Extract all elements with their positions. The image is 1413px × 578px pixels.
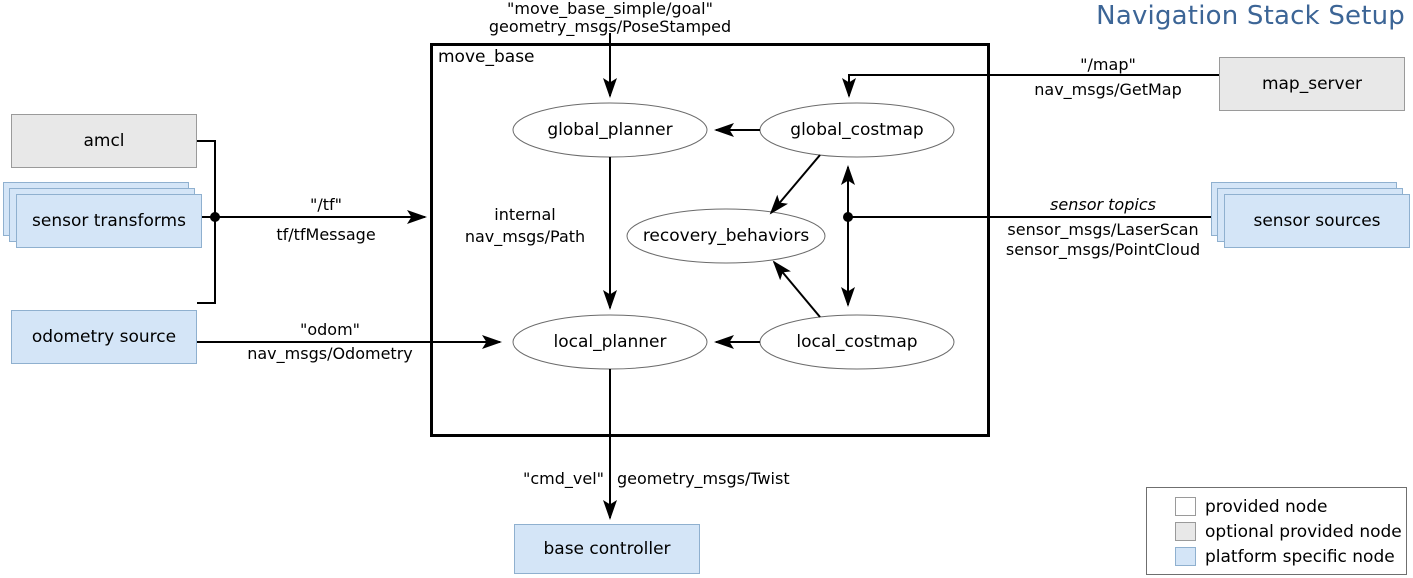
edge-label-sensor-topic: sensor topics [1050, 195, 1156, 214]
legend-label-provided: provided node [1205, 496, 1328, 517]
node-base-controller[interactable]: base controller [514, 524, 700, 574]
page-title: Navigation Stack Setup [1096, 1, 1405, 31]
legend-item-optional: optional provided node [1175, 519, 1406, 544]
node-sensor-sources-label: sensor sources [1253, 210, 1381, 231]
edge-label-cmd-type: geometry_msgs/Twist [617, 469, 790, 488]
legend-swatch-platform-icon [1175, 547, 1196, 566]
edge-label-tf-topic: "/tf" [309, 195, 342, 214]
node-odometry-source-label: odometry source [31, 326, 177, 347]
legend-label-platform: platform specific node [1205, 546, 1395, 567]
edge-local-costmap-to-recovery [772, 260, 821, 318]
node-local-planner[interactable]: local_planner [553, 332, 667, 352]
edge-label-internal-type: nav_msgs/Path [464, 227, 586, 246]
node-sensor-transforms-label: sensor transforms [32, 210, 186, 231]
legend-swatch-provided-icon [1175, 497, 1196, 516]
edge-label-goal-topic: "move_base_simple/goal" [507, 0, 713, 18]
node-odometry-source[interactable]: odometry source [11, 310, 197, 364]
tf-junction-dot [210, 212, 220, 222]
edge-label-odom-topic: "odom" [299, 320, 361, 339]
node-amcl[interactable]: amcl [11, 114, 197, 168]
legend: provided node optional provided node pla… [1146, 487, 1407, 575]
edge-label-map-type: nav_msgs/GetMap [1034, 80, 1182, 99]
node-recovery-behaviors[interactable]: recovery_behaviors [642, 226, 810, 246]
node-sensor-transforms[interactable]: sensor transforms [16, 194, 202, 248]
sensor-junction-dot [843, 212, 853, 222]
node-base-controller-label: base controller [543, 538, 671, 559]
edge-label-internal-topic: internal [494, 205, 556, 224]
node-global-planner[interactable]: global_planner [547, 120, 673, 140]
node-amcl-label: amcl [83, 130, 125, 151]
move-base-label: move_base [438, 47, 535, 67]
node-map-server-label: map_server [1261, 73, 1363, 94]
edge-global-costmap-to-recovery [769, 154, 821, 215]
edge-label-cmd-topic: "cmd_vel" [522, 469, 604, 488]
edge-label-tf-type: tf/tfMessage [276, 225, 376, 244]
legend-item-provided: provided node [1175, 494, 1406, 519]
node-local-costmap[interactable]: local_costmap [796, 332, 918, 352]
legend-swatch-optional-icon [1175, 522, 1196, 541]
node-map-server[interactable]: map_server [1219, 57, 1405, 111]
node-global-costmap[interactable]: global_costmap [790, 120, 924, 140]
edge-label-map-topic: "/map" [1080, 55, 1136, 74]
edge-label-sensor-type-1: sensor_msgs/LaserScan [1007, 220, 1199, 239]
node-sensor-sources[interactable]: sensor sources [1224, 194, 1410, 248]
legend-label-optional: optional provided node [1205, 521, 1402, 542]
edge-map-to-global-costmap [842, 74, 988, 98]
edge-label-sensor-type-2: sensor_msgs/PointCloud [1005, 240, 1201, 259]
edge-label-odom-type: nav_msgs/Odometry [247, 344, 413, 363]
edge-label-goal-type: geometry_msgs/PoseStamped [488, 17, 732, 36]
legend-item-platform: platform specific node [1175, 544, 1406, 569]
